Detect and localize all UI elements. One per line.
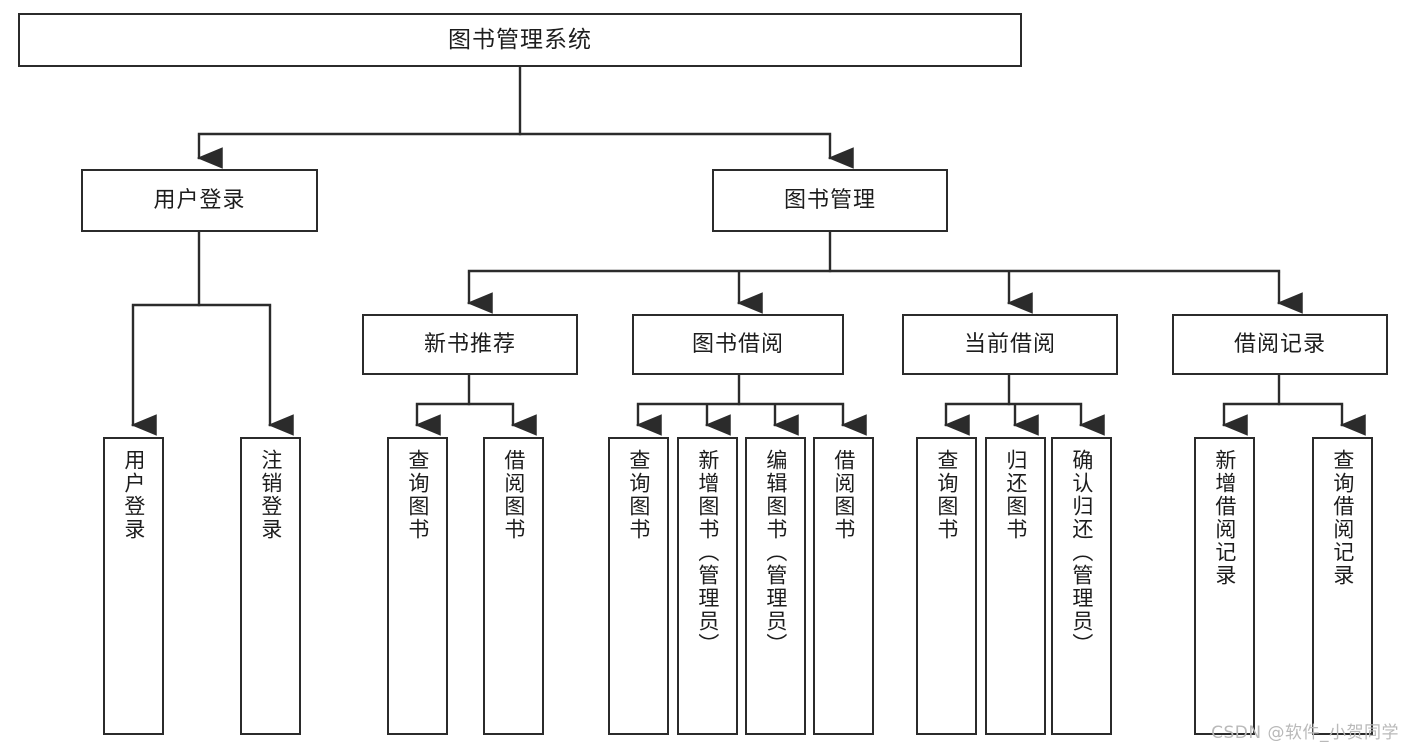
node-level2-book-management[interactable]: 图书管理: [712, 169, 948, 232]
node-label: 借阅记录: [1233, 331, 1326, 357]
leaf-node[interactable]: 用户登录: [103, 437, 164, 735]
node-label: 图书管理系统: [448, 26, 592, 53]
node-label: 注销登录: [258, 449, 283, 541]
leaf-node[interactable]: 编辑图书（管理员）: [745, 437, 806, 735]
node-label: 归还图书: [1003, 449, 1028, 541]
node-label: 新增借阅记录: [1212, 449, 1237, 587]
leaf-node[interactable]: 借阅图书: [813, 437, 874, 735]
node-label: 查询图书: [626, 449, 651, 541]
node-level3-new-book-recommend[interactable]: 新书推荐: [362, 314, 578, 375]
leaf-node[interactable]: 注销登录: [240, 437, 301, 735]
leaf-node[interactable]: 借阅图书: [483, 437, 544, 735]
node-label: 查询图书: [934, 449, 959, 541]
node-label: 图书借阅: [691, 331, 784, 357]
leaf-node[interactable]: 新增借阅记录: [1194, 437, 1255, 735]
node-level3-current-borrow[interactable]: 当前借阅: [902, 314, 1118, 375]
node-label: 借阅图书: [501, 449, 526, 541]
watermark-text: CSDN @软件_小贺同学: [1211, 723, 1399, 743]
node-label: 确认归还（管理员）: [1069, 449, 1094, 656]
leaf-node[interactable]: 新增图书（管理员）: [677, 437, 738, 735]
node-label: 图书管理: [783, 187, 876, 213]
node-label: 新书推荐: [423, 331, 516, 357]
node-label: 编辑图书（管理员）: [763, 449, 788, 656]
node-label: 查询图书: [405, 449, 430, 541]
node-label: 借阅图书: [831, 449, 856, 541]
node-label: 当前借阅: [963, 331, 1056, 357]
leaf-node[interactable]: 查询图书: [916, 437, 977, 735]
node-level3-book-borrow[interactable]: 图书借阅: [632, 314, 844, 375]
node-level2-user-login[interactable]: 用户登录: [81, 169, 318, 232]
node-level3-borrow-record[interactable]: 借阅记录: [1172, 314, 1388, 375]
node-root[interactable]: 图书管理系统: [18, 13, 1022, 67]
leaf-node[interactable]: 查询图书: [387, 437, 448, 735]
node-label: 查询借阅记录: [1330, 449, 1355, 587]
leaf-node[interactable]: 查询借阅记录: [1312, 437, 1373, 735]
leaf-node[interactable]: 归还图书: [985, 437, 1046, 735]
leaf-node[interactable]: 确认归还（管理员）: [1051, 437, 1112, 735]
node-label: 用户登录: [153, 187, 246, 213]
node-label: 用户登录: [121, 449, 146, 541]
node-label: 新增图书（管理员）: [695, 449, 720, 656]
leaf-node[interactable]: 查询图书: [608, 437, 669, 735]
